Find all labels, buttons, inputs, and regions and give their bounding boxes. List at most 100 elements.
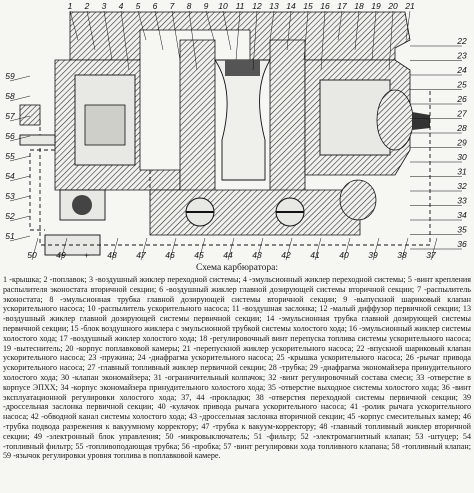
leader-line <box>188 10 198 71</box>
leader-line <box>9 135 31 142</box>
leader-line <box>314 237 322 261</box>
part-label-21: 21 <box>404 1 415 11</box>
leader-line <box>9 155 31 162</box>
leader-line <box>235 10 241 61</box>
leader-line <box>269 10 275 41</box>
leader-line <box>285 237 293 261</box>
part-label-48: 48 <box>107 250 117 260</box>
pump-lever <box>412 112 430 130</box>
leader-line <box>111 237 119 261</box>
leader-line <box>205 10 215 41</box>
part-label-42: 42 <box>281 250 291 260</box>
leader-line <box>9 115 31 122</box>
part-label-15: 15 <box>303 1 313 11</box>
part-label-39: 39 <box>368 250 378 260</box>
part-label-1: 1 <box>68 1 73 11</box>
part-label-9: 9 <box>204 1 209 11</box>
primary-chamber <box>269 39 306 196</box>
power-symbol: + <box>84 250 89 260</box>
part-label-50: 50 <box>27 250 37 260</box>
leader-line <box>169 237 177 261</box>
part-label-46: 46 <box>165 250 175 260</box>
part-label-45: 45 <box>194 250 204 260</box>
leader-line <box>371 10 377 61</box>
part-label-27: 27 <box>456 109 467 119</box>
leader-line <box>388 10 394 71</box>
part-label-47: 47 <box>136 250 146 260</box>
part-label-37: 37 <box>426 250 436 260</box>
leader-line <box>9 95 31 102</box>
part-label-36: 36 <box>457 239 467 249</box>
part-label-6: 6 <box>153 1 158 11</box>
leader-line <box>430 237 438 261</box>
part-label-31: 31 <box>457 167 467 177</box>
part-label-58: 58 <box>5 91 15 101</box>
part-label-2: 2 <box>84 1 90 11</box>
part-label-38: 38 <box>397 250 407 260</box>
leader-line <box>303 10 309 61</box>
small-diffuser <box>225 60 260 76</box>
part-label-35: 35 <box>457 225 467 235</box>
part-label-5: 5 <box>136 1 141 11</box>
part-label-56: 56 <box>5 131 15 141</box>
part-label-59: 59 <box>5 71 15 81</box>
diffuser <box>214 59 271 181</box>
part-label-29: 29 <box>456 138 467 148</box>
part-label-3: 3 <box>102 1 107 11</box>
parts-legend: 1 -крышка; 2 -поплавок; 3 -воздушный жик… <box>3 275 471 461</box>
part-label-19: 19 <box>371 1 381 11</box>
leader-line <box>354 10 360 51</box>
part-label-11: 11 <box>236 1 245 11</box>
part-label-25: 25 <box>456 80 467 90</box>
leader-line <box>252 10 258 71</box>
leader-line <box>9 175 31 182</box>
fuel-filter <box>19 104 41 126</box>
leader-line <box>372 237 380 261</box>
float <box>84 104 126 146</box>
leader-line <box>343 237 351 261</box>
leader-line <box>171 10 181 61</box>
part-label-14: 14 <box>286 1 296 11</box>
throttle-body <box>149 189 361 236</box>
leader-line <box>9 195 31 202</box>
leader-line <box>9 235 31 242</box>
leader-line <box>120 10 130 71</box>
secondary-chamber <box>179 39 216 196</box>
part-label-17: 17 <box>337 1 347 11</box>
leader-line <box>140 237 148 261</box>
part-label-51: 51 <box>5 231 15 241</box>
leader-line <box>227 237 235 261</box>
part-label-8: 8 <box>187 1 192 11</box>
part-label-12: 12 <box>252 1 262 11</box>
leader-line <box>222 10 232 51</box>
leader-line <box>60 237 68 261</box>
part-label-26: 26 <box>456 94 467 104</box>
leader-line <box>69 10 79 41</box>
part-label-22: 22 <box>456 36 467 46</box>
part-label-49: 49 <box>56 250 66 260</box>
leader-line <box>154 10 164 51</box>
leader-line <box>9 75 31 82</box>
leader-line <box>256 237 264 261</box>
leader-line <box>86 10 96 51</box>
part-label-40: 40 <box>339 250 349 260</box>
leader-line <box>286 10 292 51</box>
part-label-52: 52 <box>5 211 15 221</box>
part-label-34: 34 <box>457 210 467 220</box>
part-label-30: 30 <box>457 152 467 162</box>
leader-line <box>337 10 343 41</box>
leader-line <box>9 215 31 222</box>
part-label-18: 18 <box>354 1 364 11</box>
leader-line <box>320 10 326 71</box>
part-label-10: 10 <box>218 1 228 11</box>
part-label-24: 24 <box>456 65 467 75</box>
part-label-57: 57 <box>5 111 15 121</box>
solenoid-core <box>72 195 92 215</box>
cover <box>69 11 411 61</box>
part-label-13: 13 <box>269 1 279 11</box>
label-leaders <box>9 10 462 261</box>
leader-line <box>405 10 411 41</box>
